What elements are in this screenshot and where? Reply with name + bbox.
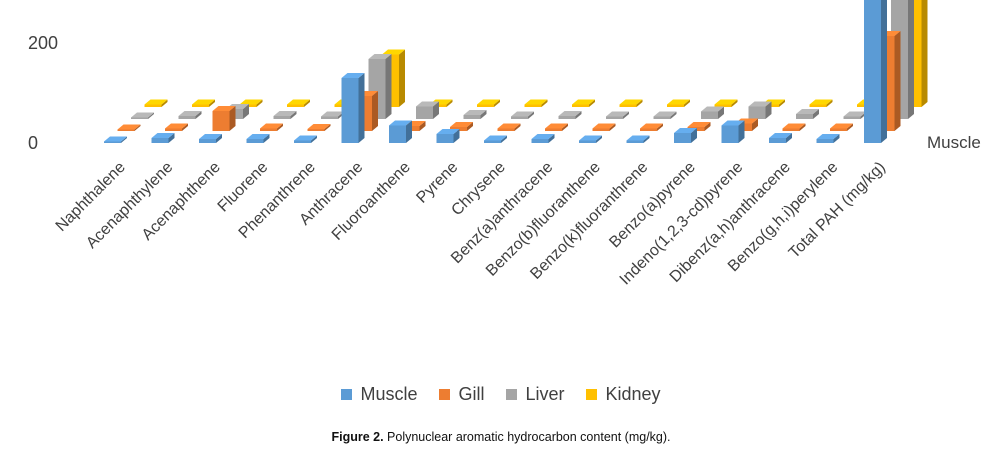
bar-muscle-fluorene bbox=[246, 134, 270, 143]
bar-liver-phenanthrene bbox=[321, 111, 344, 119]
bar-kidney-acenaphthylene bbox=[192, 99, 215, 107]
bar-kidney-benzo-a-pyrene bbox=[714, 99, 738, 107]
bar-muscle-naphthalene bbox=[104, 136, 127, 143]
bar-liver-benz-a-anthracene bbox=[558, 111, 582, 119]
bar-muscle-pyrene bbox=[436, 129, 460, 143]
legend-swatch-gill bbox=[439, 389, 451, 400]
bar-gill-benzo-g-h-i-perylene bbox=[830, 123, 853, 131]
y-tick-label: 200 bbox=[28, 33, 58, 53]
bar-muscle-benzo-a-pyrene bbox=[674, 128, 697, 143]
bar-muscle-benz-a-anthracene bbox=[531, 134, 555, 143]
legend-label-liver: Liver bbox=[525, 384, 565, 404]
bar-liver-pyrene bbox=[463, 110, 487, 119]
bar-liver-benzo-g-h-i-perylene bbox=[843, 111, 867, 119]
bar-liver-dibenz-a-h-anthracene bbox=[796, 109, 819, 119]
figure-caption-text: Polynuclear aromatic hydrocarbon content… bbox=[383, 430, 671, 444]
bar-liver-fluorene bbox=[273, 111, 297, 119]
bar-liver-naphthalene bbox=[131, 112, 154, 119]
legend-label-muscle: Muscle bbox=[360, 384, 418, 404]
bar-kidney-benzo-k-fluoranthrene bbox=[667, 99, 690, 107]
bar-muscle-benzo-b-fluoranthene bbox=[579, 135, 602, 143]
bar-muscle-indeno-1-2-3-cd-pyrene bbox=[721, 120, 745, 143]
bar-muscle-total-pah-mg-kg bbox=[864, 0, 887, 143]
bar-gill-phenanthrene bbox=[307, 124, 331, 131]
x-tick-label: Acenaphthylene bbox=[83, 159, 176, 252]
series-kidney bbox=[144, 0, 928, 107]
series-gill bbox=[117, 31, 901, 131]
bar-liver-benzo-b-fluoranthene bbox=[606, 111, 629, 119]
bar-gill-benzo-k-fluoranthrene bbox=[640, 123, 663, 131]
y-tick-label: 0 bbox=[28, 133, 38, 153]
legend-item-gill: Gill bbox=[439, 384, 484, 405]
bar-kidney-dibenz-a-h-anthracene bbox=[809, 99, 833, 107]
bar-liver-chrysene bbox=[511, 111, 534, 119]
bar-muscle-benzo-k-fluoranthrene bbox=[626, 135, 650, 143]
bar-liver-benzo-k-fluoranthrene bbox=[653, 111, 677, 119]
legend-item-kidney: Kidney bbox=[586, 384, 661, 405]
legend-item-liver: Liver bbox=[506, 384, 564, 405]
bar-gill-acenaphthylene bbox=[165, 123, 188, 131]
bar-kidney-fluorene bbox=[287, 99, 310, 107]
bar-gill-chrysene bbox=[497, 123, 521, 131]
bar-liver-acenaphthylene bbox=[178, 111, 202, 119]
bar-gill-dibenz-a-h-anthracene bbox=[782, 123, 806, 131]
figure-caption-label: Figure 2. bbox=[331, 430, 384, 444]
bar-muscle-chrysene bbox=[484, 135, 507, 143]
bar-liver-benzo-a-pyrene bbox=[701, 106, 724, 119]
bar-gill-fluorene bbox=[260, 123, 283, 131]
legend-swatch-liver bbox=[506, 389, 518, 400]
bar-muscle-acenaphthylene bbox=[151, 133, 175, 143]
bar-muscle-anthracene bbox=[341, 73, 365, 143]
bar-liver-fluoroanthene bbox=[416, 101, 439, 119]
chart-legend: Muscle Gill Liver Kidney bbox=[0, 384, 1002, 405]
bar-gill-naphthalene bbox=[117, 124, 141, 131]
depth-axis-label: Muscle bbox=[927, 133, 981, 152]
legend-label-kidney: Kidney bbox=[605, 384, 661, 404]
x-tick-label: Benzo(a)pyrene bbox=[606, 159, 699, 252]
bar-kidney-chrysene bbox=[524, 99, 548, 107]
series-muscle bbox=[104, 0, 887, 143]
bar-kidney-benz-a-anthracene bbox=[572, 99, 595, 107]
bar-kidney-naphthalene bbox=[144, 99, 168, 107]
x-tick-label: Pyrene bbox=[413, 159, 461, 207]
legend-swatch-kidney bbox=[586, 389, 598, 400]
legend-item-muscle: Muscle bbox=[341, 384, 417, 405]
bar-gill-acenaphthene bbox=[212, 106, 236, 131]
bar-kidney-pyrene bbox=[477, 99, 500, 107]
legend-label-gill: Gill bbox=[458, 384, 485, 404]
bar-muscle-phenanthrene bbox=[294, 135, 317, 143]
bar-muscle-acenaphthene bbox=[199, 134, 222, 143]
bar-liver-indeno-1-2-3-cd-pyrene bbox=[748, 101, 772, 119]
bar-muscle-fluoroanthene bbox=[389, 120, 412, 143]
bar-muscle-dibenz-a-h-anthracene bbox=[769, 133, 792, 143]
bar-kidney-benzo-b-fluoranthene bbox=[619, 99, 643, 107]
bar-gill-benzo-b-fluoranthene bbox=[592, 123, 616, 131]
figure-caption: Figure 2. Polynuclear aromatic hydrocarb… bbox=[0, 430, 1002, 444]
legend-swatch-muscle bbox=[341, 389, 353, 400]
bar-muscle-benzo-g-h-i-perylene bbox=[816, 134, 840, 143]
pah-3d-column-chart: 0200400MuscleNaphthaleneAcenaphthyleneAc… bbox=[28, 0, 981, 288]
bar-gill-benz-a-anthracene bbox=[545, 123, 568, 131]
